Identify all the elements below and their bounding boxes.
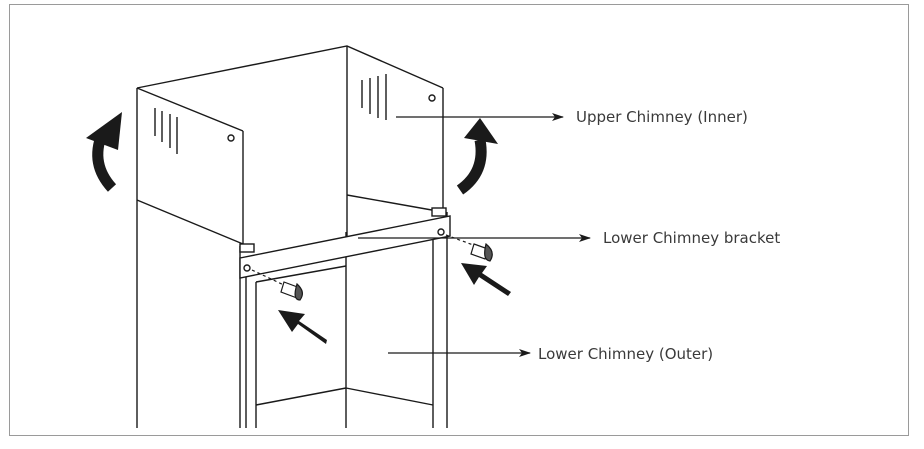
label-upper-chimney: Upper Chimney (Inner) [576, 108, 748, 126]
screw-right [445, 234, 493, 262]
lift-arrow-right-icon [456, 118, 498, 195]
figure-frame [9, 4, 909, 436]
lower-chimney-bracket [239, 207, 451, 279]
upper-chimney [136, 45, 444, 250]
label-lower-chimney-bracket: Lower Chimney bracket [603, 229, 780, 247]
push-arrow-left-icon [278, 310, 327, 344]
push-arrow-right-icon [461, 263, 511, 296]
label-lower-chimney: Lower Chimney (Outer) [538, 345, 713, 363]
lift-arrow-left-icon [86, 112, 122, 192]
screw-left [251, 269, 303, 301]
